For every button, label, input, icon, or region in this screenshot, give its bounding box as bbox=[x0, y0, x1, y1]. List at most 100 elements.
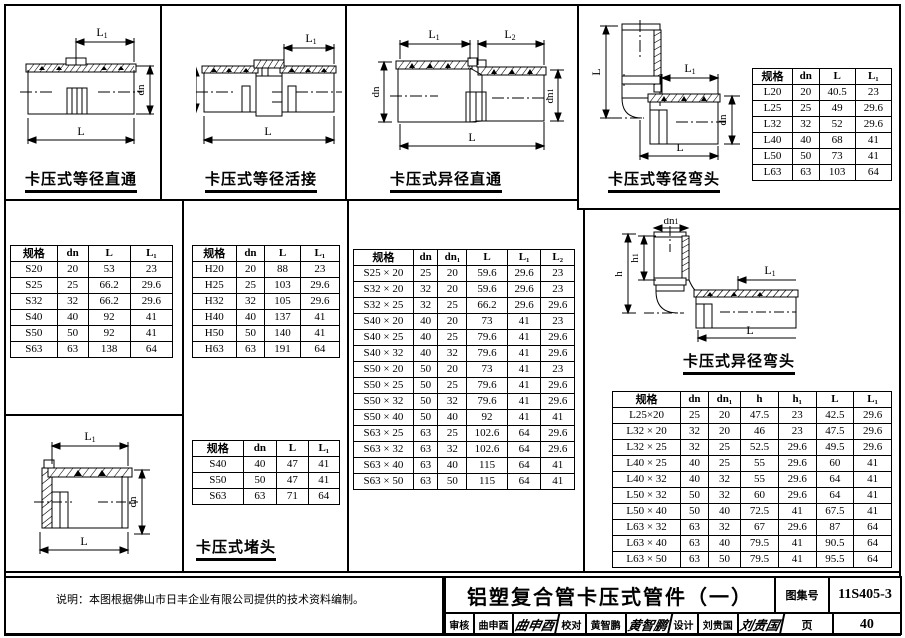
cell-value: 29.6 bbox=[540, 345, 575, 362]
cell-value: 40 bbox=[412, 345, 439, 362]
cell-value: 32 bbox=[707, 471, 742, 488]
cell-value: 79.5 bbox=[740, 551, 779, 568]
cell-spec: H50 bbox=[192, 325, 237, 342]
cell-value: 88 bbox=[264, 261, 301, 278]
dim-L1-label: L1 bbox=[428, 27, 439, 42]
cell-value: 29.6 bbox=[777, 439, 817, 456]
column-header-1: dn bbox=[412, 249, 439, 266]
cell-value: 66.2 bbox=[466, 297, 508, 314]
checker-role: 校对 bbox=[558, 614, 587, 635]
cell-value: 29.6 bbox=[540, 297, 575, 314]
column-header-0: 规格 bbox=[10, 245, 58, 262]
dim-dn1-label: dn1 bbox=[664, 218, 679, 227]
cell-value: 79.6 bbox=[466, 393, 508, 410]
title-block: 铝塑复合管卡压式管件（一） 图集号 11S405-3 审核 曲申酉 曲申酉 校对… bbox=[444, 576, 902, 635]
reviewer-name: 曲申酉 bbox=[475, 614, 515, 635]
cell-value: 49.5 bbox=[815, 439, 855, 456]
title-block-main-row: 铝塑复合管卡压式管件（一） 图集号 11S405-3 bbox=[446, 578, 900, 614]
checker-signature: 黄智鹏 bbox=[624, 614, 673, 635]
cell-value: 50 bbox=[412, 409, 439, 426]
cell-value: 42.5 bbox=[815, 407, 855, 424]
cell-value: 41 bbox=[777, 551, 817, 568]
dim-L-label: L bbox=[264, 124, 271, 138]
cell-value: 92 bbox=[87, 325, 131, 342]
cell-value: 41 bbox=[853, 471, 892, 488]
cell-value: 40 bbox=[412, 313, 439, 330]
cell-value: 63 bbox=[680, 535, 709, 552]
cell-value: 64 bbox=[129, 341, 174, 358]
column-header-0: 规格 bbox=[353, 249, 414, 266]
cell-value: 25 bbox=[437, 425, 468, 442]
cell-value: 40 bbox=[707, 535, 742, 552]
cell-value: 49 bbox=[818, 100, 856, 117]
cell-spec: S40 × 32 bbox=[353, 345, 414, 362]
reviewer-signature: 曲申酉 bbox=[512, 614, 561, 635]
column-header-2: dn₁ bbox=[437, 249, 468, 266]
cell-value: 29.6 bbox=[540, 329, 575, 346]
cell-spec: L50 bbox=[752, 148, 793, 165]
cell-value: 79.5 bbox=[740, 535, 779, 552]
cell-value: 64 bbox=[299, 341, 341, 358]
cell-value: 115 bbox=[466, 457, 508, 474]
cell-value: 20 bbox=[437, 281, 468, 298]
column-header-1: dn bbox=[56, 245, 89, 262]
divider-5 bbox=[182, 199, 184, 572]
cell-value: 20 bbox=[437, 313, 468, 330]
cell-value: 103 bbox=[818, 164, 856, 181]
cell-value: 64 bbox=[854, 164, 893, 181]
cell-value: 23 bbox=[540, 281, 575, 298]
cell-value: 50 bbox=[680, 503, 709, 520]
cell-value: 32 bbox=[437, 441, 468, 458]
dim-dn-label: dn bbox=[717, 114, 729, 126]
caption-equal-elbow: 卡压式等径弯头 bbox=[608, 168, 721, 193]
cell-value: 29.6 bbox=[299, 277, 341, 294]
drawing-equal-elbow: L L1 L bbox=[592, 14, 752, 164]
divider-2 bbox=[345, 4, 347, 200]
cell-value: 47 bbox=[276, 472, 309, 489]
cell-spec: S32 × 25 bbox=[353, 297, 414, 314]
dim-L-label: L bbox=[746, 323, 753, 337]
cell-value: 137 bbox=[264, 309, 301, 326]
cell-value: 50 bbox=[792, 148, 820, 165]
column-header-1: dn bbox=[680, 391, 709, 408]
cell-value: 63 bbox=[242, 488, 278, 505]
cell-value: 23 bbox=[540, 313, 575, 330]
cell-spec: L63 × 50 bbox=[611, 551, 682, 568]
note-box bbox=[4, 576, 444, 635]
cell-value: 29.6 bbox=[854, 100, 893, 117]
dim-L1-label: L1 bbox=[96, 25, 107, 40]
cell-value: 92 bbox=[466, 409, 508, 426]
cell-value: 25 bbox=[707, 439, 742, 456]
dim-L-label: L bbox=[468, 130, 475, 144]
cell-value: 87 bbox=[815, 519, 855, 536]
column-header-1: dn bbox=[242, 440, 278, 457]
designer-name: 刘贵国 bbox=[699, 614, 739, 635]
cell-value: 29.6 bbox=[506, 297, 542, 314]
cell-value: 32 bbox=[56, 293, 89, 310]
column-header-2: dn₁ bbox=[707, 391, 742, 408]
cell-value: 25 bbox=[707, 455, 742, 472]
caption-reducing-elbow: 卡压式异径弯头 bbox=[683, 350, 796, 375]
cell-value: 40 bbox=[412, 329, 439, 346]
dim-dn1-label: dn1 bbox=[544, 89, 556, 104]
cell-value: 25 bbox=[680, 407, 709, 424]
cell-value: 50 bbox=[412, 361, 439, 378]
cell-value: 29.6 bbox=[854, 116, 893, 133]
cell-value: 67.5 bbox=[815, 503, 855, 520]
cell-spec: H63 bbox=[192, 341, 237, 358]
cell-value: 40 bbox=[235, 309, 266, 326]
cell-value: 105 bbox=[264, 293, 301, 310]
cell-value: 23 bbox=[129, 261, 174, 278]
cell-value: 29.6 bbox=[777, 519, 817, 536]
cell-value: 64 bbox=[506, 441, 542, 458]
